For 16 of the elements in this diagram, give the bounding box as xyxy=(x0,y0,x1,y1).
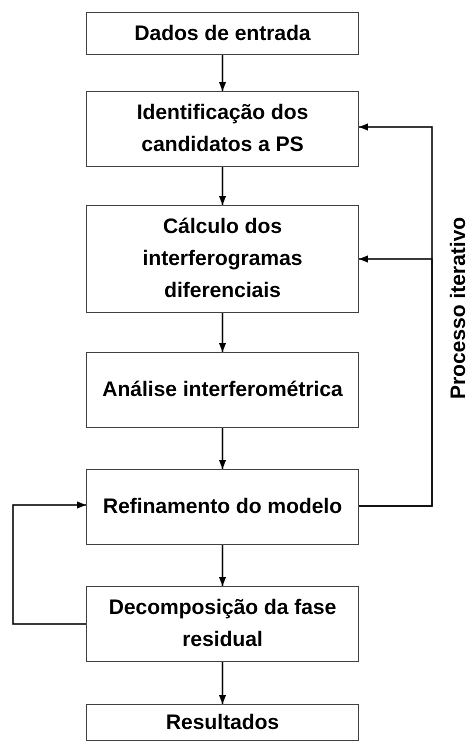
process-box: Dados de entrada xyxy=(86,12,359,55)
arrow xyxy=(218,662,226,704)
process-box: Decomposição da fase residual xyxy=(86,586,359,662)
arrow xyxy=(218,55,226,91)
arrow xyxy=(218,167,226,205)
process-box: Cálculo dos interferogramas diferenciais xyxy=(86,205,359,313)
arrow xyxy=(12,501,86,625)
arrow xyxy=(218,428,226,469)
arrow xyxy=(359,255,433,507)
side-label: Processo iterativo xyxy=(447,216,471,399)
process-box: Resultados xyxy=(86,704,359,741)
arrow xyxy=(218,545,226,586)
process-box: Identificação dos candidatos a PS xyxy=(86,91,359,167)
process-box: Análise interferométrica xyxy=(86,352,359,428)
process-box: Refinamento do modelo xyxy=(86,469,359,545)
arrow xyxy=(218,313,226,352)
